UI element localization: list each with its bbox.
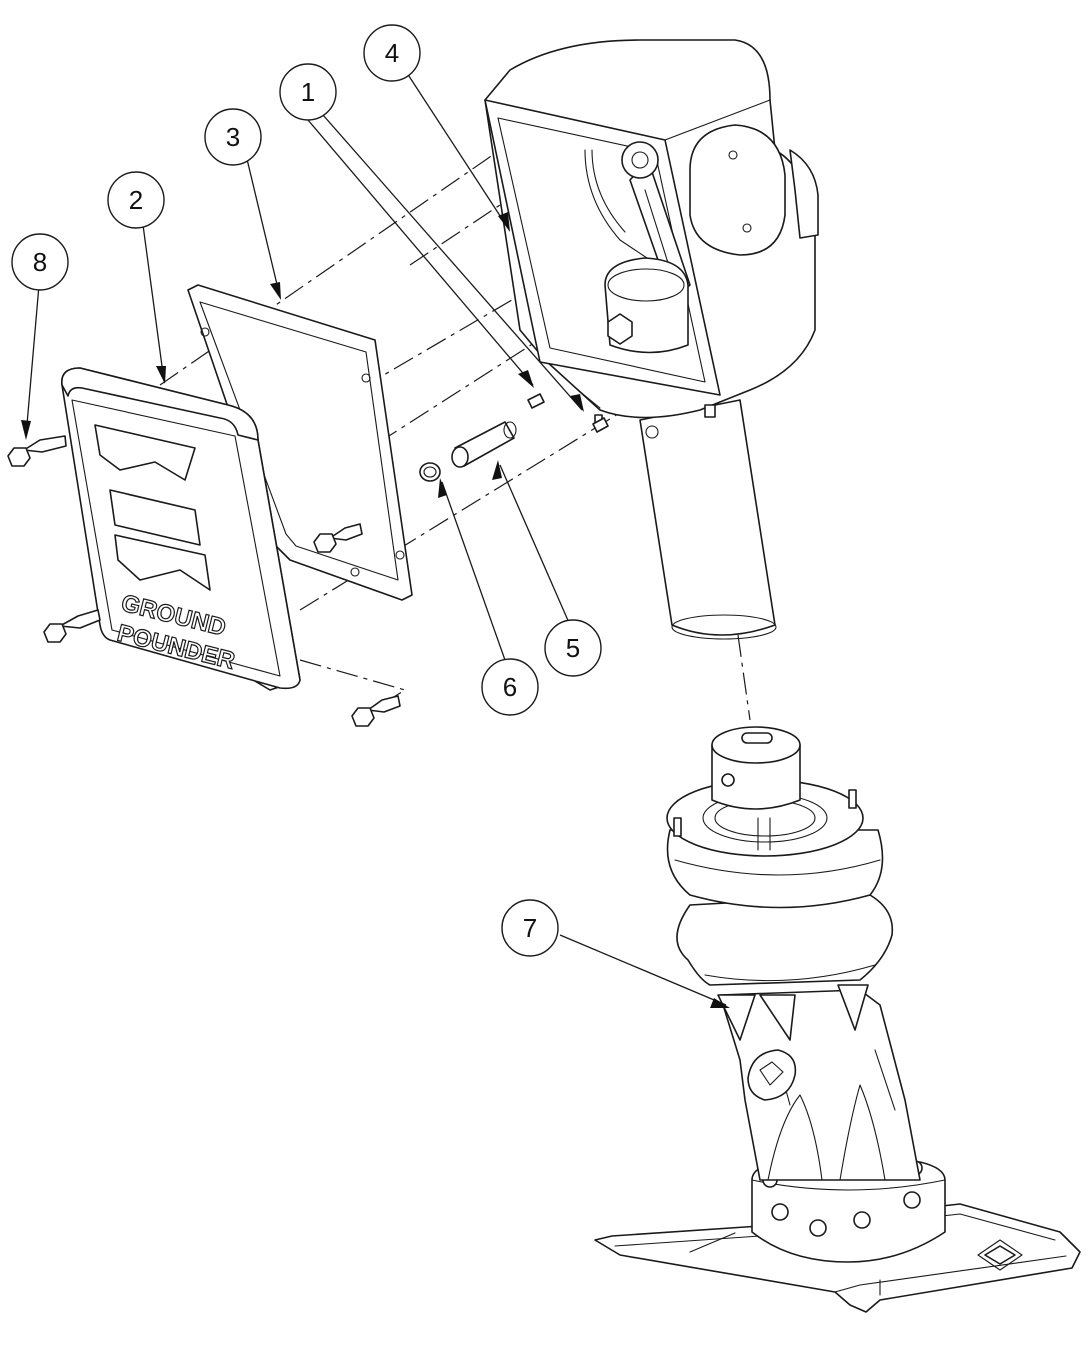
callout-7: 7	[501, 899, 559, 957]
callout-1: 1	[279, 63, 337, 121]
callout-4: 4	[363, 24, 421, 82]
callout-5-label: 5	[566, 633, 580, 663]
upper-housing	[484, 39, 819, 640]
callout-3-label: 3	[226, 122, 240, 152]
lower-leg-assembly	[594, 726, 1081, 1313]
callout-2-label: 2	[129, 185, 143, 215]
dowel-pins	[527, 393, 609, 433]
callout-6-label: 6	[503, 672, 517, 702]
callout-4-label: 4	[385, 38, 399, 68]
callout-7-label: 7	[523, 913, 537, 943]
inner-bolt-icon	[607, 313, 633, 345]
retaining-ring-icon	[419, 462, 441, 482]
callout-3: 3	[204, 108, 262, 166]
callout-5: 5	[544, 619, 602, 677]
bolt-middle-icon	[313, 523, 363, 553]
bolt-icons	[7, 435, 401, 727]
callout-6: 6	[481, 658, 539, 716]
leader-arrowheads	[21, 212, 730, 1008]
cover: GROUND POUNDER	[61, 367, 301, 691]
side-cap	[689, 124, 786, 256]
gasket	[187, 284, 413, 601]
leader-lines	[25, 69, 727, 1006]
pin-part	[451, 421, 517, 468]
bolt-upper-left-icon	[7, 435, 67, 467]
callout-2: 2	[107, 171, 165, 229]
leg-emblem-icon	[747, 1049, 797, 1101]
cover-logo: GROUND POUNDER	[94, 424, 238, 675]
bolt-lower-left-icon	[43, 609, 101, 643]
foot-emblem-icon	[977, 1239, 1023, 1271]
callout-8-label: 8	[33, 247, 47, 277]
callout-8: 8	[11, 233, 69, 291]
bolt-bottom-icon	[351, 695, 401, 727]
callout-1-label: 1	[301, 77, 315, 107]
